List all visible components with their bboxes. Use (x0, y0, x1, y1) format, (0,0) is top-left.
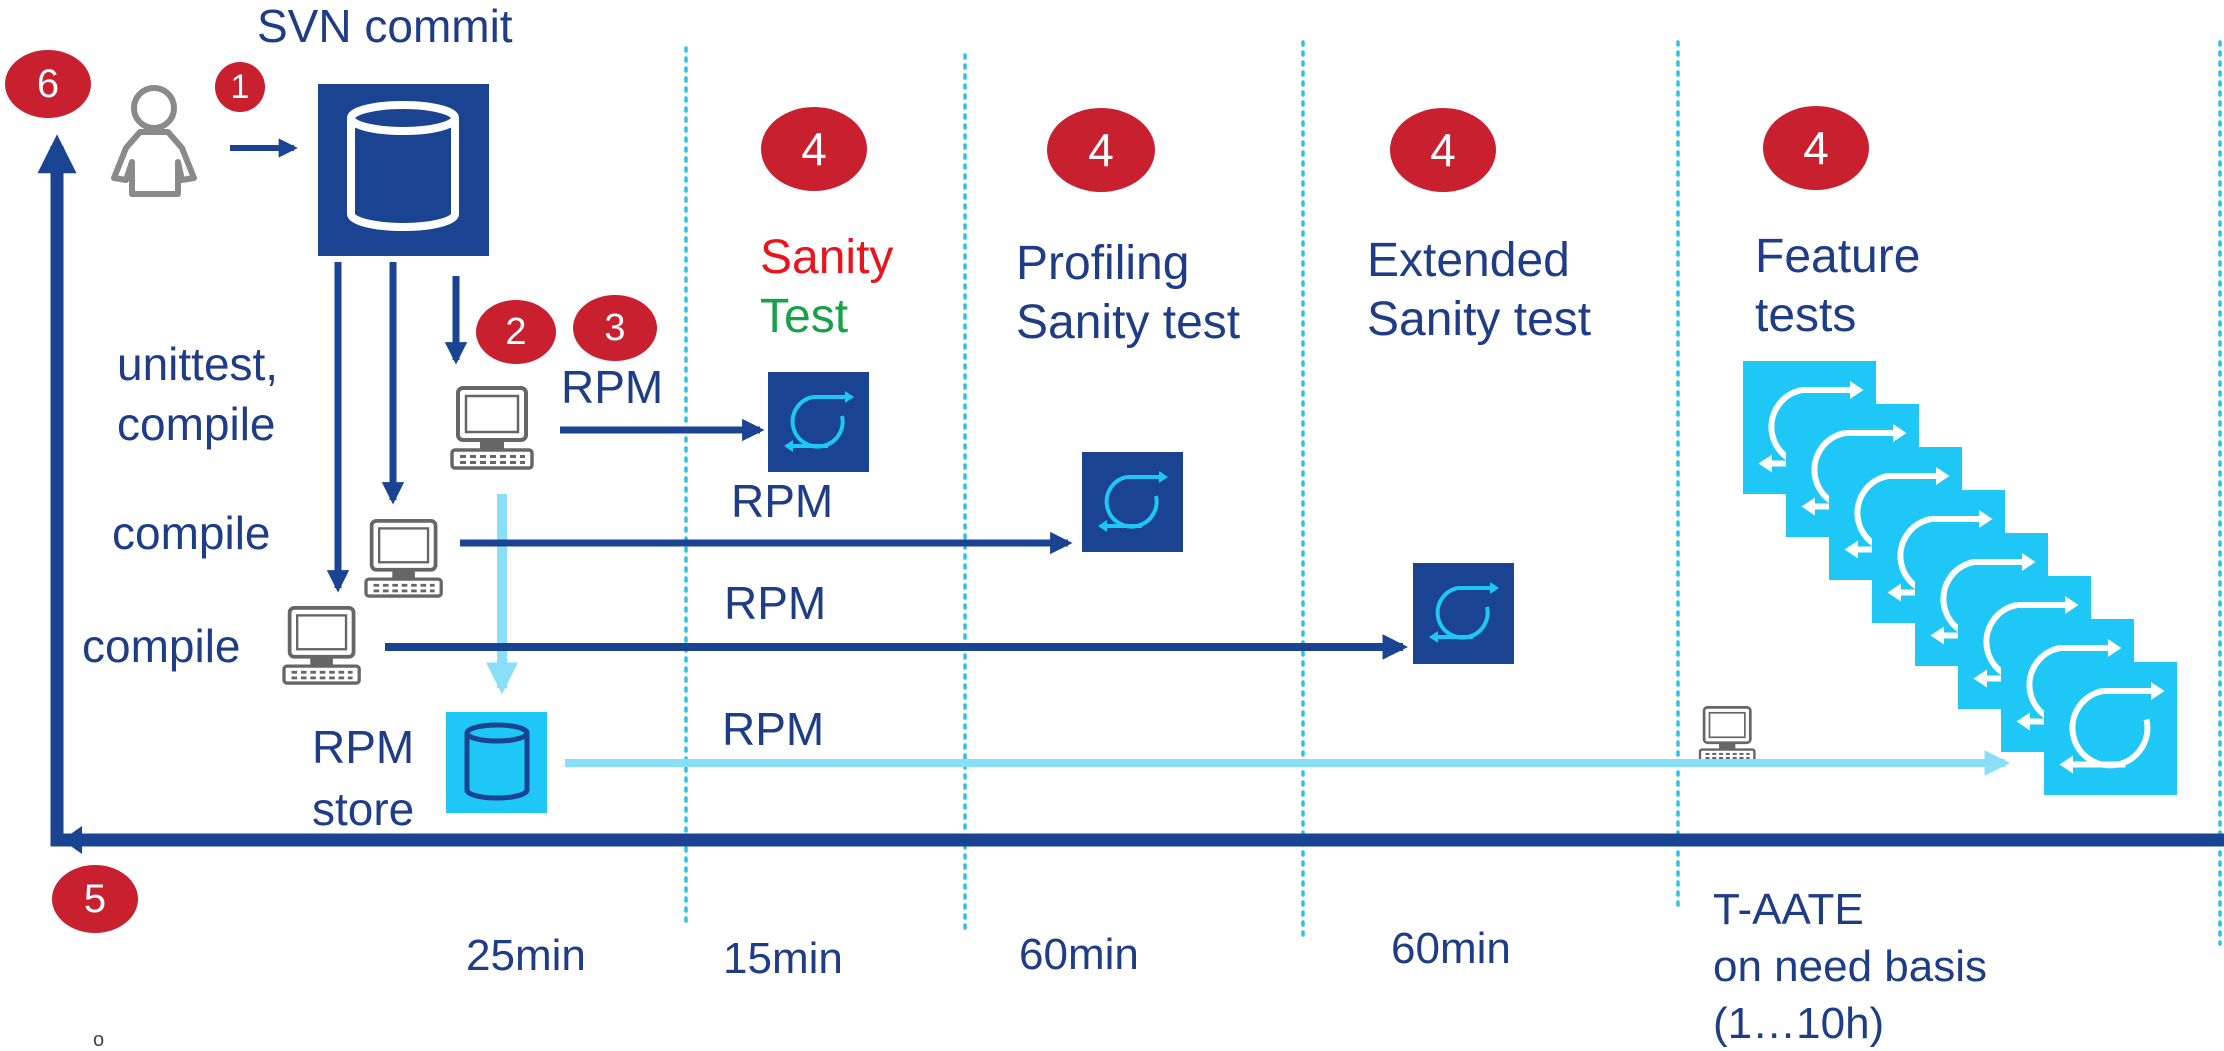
step-badge-4-sanity: 4 (761, 107, 867, 191)
cycle-test-icon (1413, 563, 1514, 664)
duration-feature-line1: T-AATE (1713, 885, 1864, 934)
feature-test-title-line1: Feature (1755, 230, 1921, 283)
duration-feature-line3: (1…10h) (1713, 999, 1885, 1048)
step-badge-1: 1 (215, 62, 265, 112)
step-badge-6: 6 (5, 50, 91, 118)
rpm-store-label-line2: store (312, 783, 415, 835)
step-badge-3: 3 (573, 295, 657, 361)
footnote-mark: o (93, 1029, 105, 1051)
compile-label-1: compile (112, 507, 271, 559)
computer-icon (364, 519, 444, 598)
rpm-store-label-line1: RPM (312, 721, 415, 773)
computer-icon (1698, 705, 1756, 764)
step-badge-4-feature: 4 (1763, 106, 1869, 190)
unittest-compile-label-line1: unittest, (117, 338, 279, 390)
sanity-test-title-line1: Sanity (760, 231, 894, 284)
cycle-test-icon (768, 372, 869, 472)
feature-test-tile (2044, 662, 2177, 795)
step-badge-4-extended: 4 (1390, 108, 1496, 192)
user-icon (111, 85, 197, 197)
duration-profiling: 60min (1019, 930, 1139, 979)
rpm-store-icon (446, 712, 547, 813)
feature-test-stack (1743, 361, 2177, 795)
computer-icon (282, 606, 362, 685)
cycle-test-icon (1082, 452, 1183, 552)
rpm-label-sanity: RPM (561, 361, 664, 413)
profiling-test-title-line1: Profiling (1016, 237, 1190, 290)
duration-feature-line2: on need basis (1713, 942, 1987, 991)
rpm-label-profiling: RPM (731, 475, 834, 527)
duration-extended: 60min (1391, 924, 1511, 973)
duration-sanity: 15min (723, 934, 843, 983)
unittest-compile-label-line2: compile (117, 398, 276, 450)
rpm-label-feature: RPM (722, 703, 825, 755)
feature-test-title-line2: tests (1755, 289, 1857, 342)
duration-build: 25min (466, 931, 586, 980)
profiling-test-title-line2: Sanity test (1016, 296, 1241, 349)
computer-icon (450, 386, 534, 470)
rpm-label-extended: RPM (724, 577, 827, 629)
extended-test-title-line2: Sanity test (1367, 293, 1592, 346)
feedback-loop-arrow (37, 134, 2224, 847)
extended-test-title-line1: Extended (1367, 234, 1570, 287)
step-badge-2: 2 (476, 300, 556, 364)
step-badge-4-profiling: 4 (1047, 108, 1155, 192)
compile-label-2: compile (82, 620, 241, 672)
step-badge-5: 5 (52, 865, 138, 933)
svn-commit-label: SVN commit (257, 0, 513, 52)
database-icon (318, 84, 489, 256)
cycle-test-icon (2059, 682, 2165, 774)
sanity-test-title-line2: Test (760, 290, 849, 343)
